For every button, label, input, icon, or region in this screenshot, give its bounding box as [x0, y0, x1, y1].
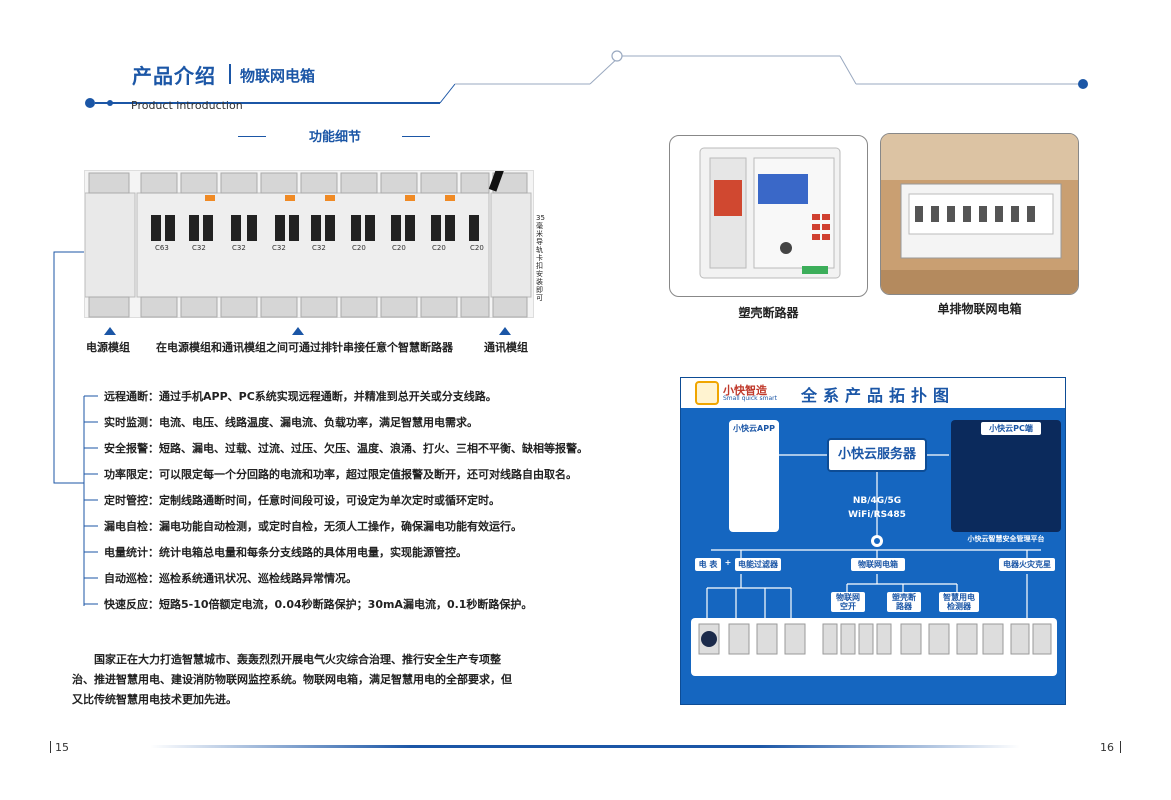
rating-label: C20: [352, 244, 366, 252]
iot-box-photo: [880, 133, 1079, 295]
rail-mount-note: 35毫米导轨卡扣安装即可: [536, 214, 545, 302]
rating-label: C32: [192, 244, 206, 252]
topology-diagram: 小快智造 Small quick smart 全系产品拓扑图: [680, 377, 1066, 705]
feature-item: 电量统计：统计电箱总电量和每条分支线路的具体用电量，实现能源管控。: [104, 544, 544, 570]
feature-item: 快速反应：短路5-10倍额定电流，0.04秒断路保护；30mA漏电流，0.1秒断…: [104, 596, 544, 622]
rating-label: C32: [312, 244, 326, 252]
breaker-row-drawing: [84, 164, 532, 318]
feature-text: 漏电功能自动检测，或定时自检，无须人工操作，确保漏电功能有效运行。: [159, 520, 522, 533]
page-title-english: Product introduction: [131, 99, 243, 112]
brand-name: 小快智造: [723, 384, 767, 397]
comm-module-label: 通讯模组: [484, 341, 528, 354]
feature-key: 安全报警：: [104, 442, 159, 455]
feature-key: 实时监测：: [104, 416, 159, 429]
branch-filter: 电能过滤器: [735, 558, 781, 571]
rating-label: C20: [392, 244, 406, 252]
molded-case-breaker-drawing: [699, 147, 841, 279]
header-decoration: [85, 50, 1088, 108]
power-module-label: 电源模组: [86, 341, 130, 354]
network-protocols: NB/4G/5G WiFi/RS485: [847, 494, 907, 522]
network-line-1: NB/4G/5G: [852, 496, 902, 506]
feature-list: 远程通断：通过手机APP、PC系统实现远程通断，并精准到总开关或分支线路。 实时…: [104, 388, 588, 622]
rating-label: C20: [470, 244, 484, 252]
footer-bar: [150, 745, 1020, 748]
feature-text: 电流、电压、线路温度、漏电流、负载功率，满足智慧用电需求。: [159, 416, 478, 429]
rating-label: C32: [272, 244, 286, 252]
intro-paragraph: 国家正在大力打造智慧城市、轰轰烈烈开展电气火灾综合治理、推行安全生产专项整治、推…: [72, 653, 512, 706]
app-label: 小快云APP: [729, 422, 779, 435]
rating-label: C63: [155, 244, 169, 252]
feature-item: 实时监测：电流、电压、线路温度、漏电流、负载功率，满足智慧用电需求。: [104, 414, 544, 440]
feature-text: 可以限定每一个分回路的电流和功率，超过限定值报警及断开，还可对线路自由取名。: [159, 468, 577, 481]
feature-item: 漏电自检：漏电功能自动检测，或定时自检，无须人工操作，确保漏电功能有效运行。: [104, 518, 544, 544]
molded-case-breaker-caption: 塑壳断路器: [738, 306, 799, 320]
rating-label: C20: [432, 244, 446, 252]
iot-box-caption: 单排物联网电箱: [937, 302, 1022, 316]
title-separator: [229, 64, 231, 84]
branch-iot-box: 物联网电箱: [851, 558, 905, 571]
feature-text: 巡检系统通讯状况、巡检线路异常情况。: [159, 572, 357, 585]
pc-label: 小快云PC端: [981, 422, 1041, 435]
feature-text: 短路、漏电、过载、过流、过压、欠压、温度、浪涌、打火、三相不平衡、缺相等报警。: [159, 442, 588, 455]
cloud-server: 小快云服务器: [827, 438, 927, 472]
branch-fire-guard: 电器火灾克星: [999, 558, 1055, 571]
brand-logo-icon: [695, 381, 719, 405]
feature-text: 短路5-10倍额定电流，0.04秒断路保护；30mA漏电流，0.1秒断路保护。: [159, 598, 533, 611]
footer-tick-right: [1120, 741, 1121, 753]
network-line-2: WiFi/RS485: [848, 510, 906, 520]
feature-item: 功率限定：可以限定每一个分回路的电流和功率，超过限定值报警及断开，还可对线路自由…: [104, 466, 577, 492]
topology-title: 全系产品拓扑图: [801, 386, 956, 405]
branch-plus: +: [724, 558, 732, 567]
page-subtitle: 物联网电箱: [240, 67, 316, 85]
rating-label: C32: [232, 244, 246, 252]
pc-caption: 小快云智慧安全管理平台: [967, 535, 1045, 543]
feature-key: 自动巡检：: [104, 572, 159, 585]
page-number-right: 16: [1100, 741, 1114, 754]
feature-item: 远程通断：通过手机APP、PC系统实现远程通断，并精准到总开关或分支线路。: [104, 388, 544, 414]
feature-key: 功率限定：: [104, 468, 159, 481]
feature-key: 漏电自检：: [104, 520, 159, 533]
page-title: 产品介绍: [132, 64, 216, 88]
heading-line-left: [238, 136, 266, 137]
section-heading: 功能细节: [308, 130, 361, 145]
sub-molded-breaker: 塑壳断路器: [887, 592, 921, 612]
feature-key: 定时管控：: [104, 494, 159, 507]
pointer-triangle: [104, 327, 116, 335]
footer-tick-left: [50, 741, 51, 753]
feature-text: 通过手机APP、PC系统实现远程通断，并精准到总开关或分支线路。: [159, 390, 497, 403]
heading-line-right: [402, 136, 430, 137]
feature-item: 安全报警：短路、漏电、过载、过流、过压、欠压、温度、浪涌、打火、三相不平衡、缺相…: [104, 440, 588, 466]
topology-lines: [706, 454, 1041, 618]
pc-screen-card: [951, 420, 1061, 532]
feature-tree-lines: [53, 251, 98, 606]
brand-name-english: Small quick smart: [723, 395, 777, 402]
device-strip-drawing: [698, 623, 1052, 655]
molded-case-breaker-photo: [669, 135, 868, 297]
topology-header: [681, 378, 1065, 408]
middle-module-label: 在电源模组和通讯模组之间可通过排针串接任意个智慧断路器: [156, 341, 453, 354]
breaker-row-image: [84, 164, 534, 318]
feature-item: 自动巡检：巡检系统通讯状况、巡检线路异常情况。: [104, 570, 544, 596]
feature-text: 定制线路通断时间，任意时间段可设，可设定为单次定时或循环定时。: [159, 494, 500, 507]
feature-key: 电量统计：: [104, 546, 159, 559]
device-strip: [691, 618, 1057, 676]
pointer-triangle: [292, 327, 304, 335]
feature-key: 远程通断：: [104, 390, 159, 403]
sub-smart-detector: 智慧用电检测器: [939, 592, 979, 612]
feature-text: 统计电箱总电量和每条分支线路的具体用电量，实现能源管控。: [159, 546, 467, 559]
page-number-left: 15: [55, 741, 69, 754]
app-phone-card: [729, 420, 779, 532]
pointer-triangle: [499, 327, 511, 335]
feature-item: 定时管控：定制线路通断时间，任意时间段可设，可设定为单次定时或循环定时。: [104, 492, 544, 518]
sub-iot-switch: 物联网空开: [831, 592, 865, 612]
iot-box-drawing: [881, 134, 1078, 294]
feature-key: 快速反应：: [104, 598, 159, 611]
branch-meter: 电 表: [695, 558, 721, 571]
